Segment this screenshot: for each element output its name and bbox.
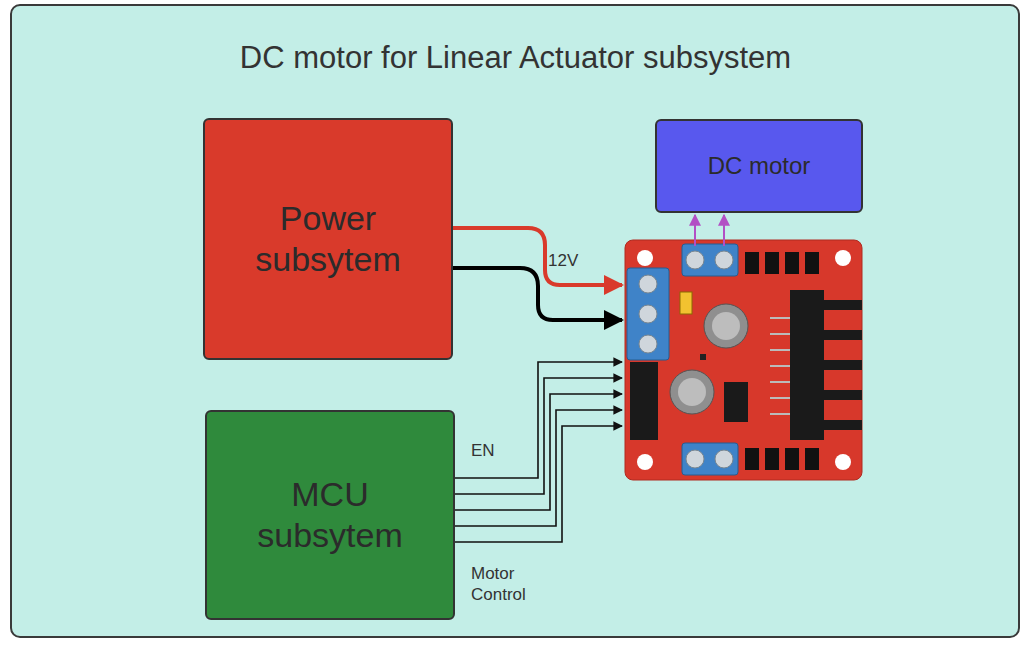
control-wires: [455, 362, 622, 542]
control-wire: [455, 410, 622, 526]
node-label: DC motor: [708, 152, 811, 181]
node-label: MCU subsytem: [240, 474, 420, 556]
l298n-board: [625, 240, 862, 480]
control-wire: [455, 362, 622, 478]
mcu-subsystem-box: MCU subsytem: [205, 410, 455, 620]
node-label: Power subsytem: [238, 198, 418, 280]
diagram-title: DC motor for Linear Actuator subsystem: [0, 40, 1031, 76]
motor-wire: [723, 215, 725, 246]
motor-wire: [694, 215, 696, 246]
signal-label: Motor Control: [471, 563, 551, 606]
motor-box: DC motor: [655, 119, 863, 213]
signal-label: EN: [471, 440, 531, 461]
background-panel: [10, 4, 1020, 638]
power-wire-ground: [453, 268, 622, 320]
control-wire: [455, 394, 622, 510]
power-subsystem-box: Power subsytem: [203, 118, 453, 360]
voltage-label: 12V: [548, 250, 608, 271]
control-wire: [455, 378, 622, 494]
control-wire: [455, 426, 622, 542]
